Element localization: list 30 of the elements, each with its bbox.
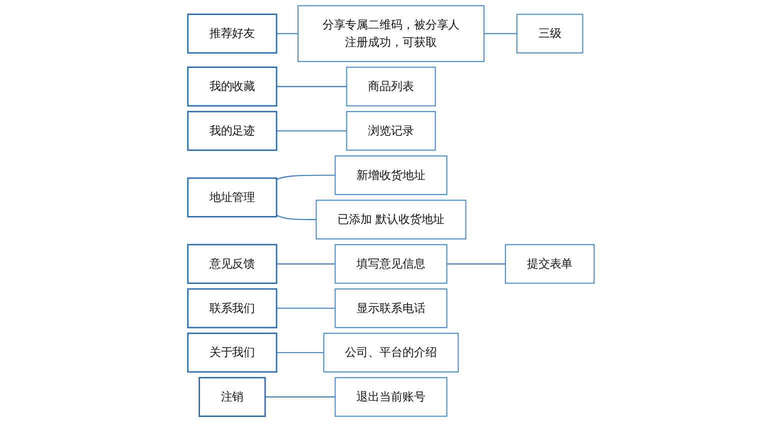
connector bbox=[265, 396, 336, 398]
connector bbox=[276, 130, 347, 132]
node-box: 联系我们 bbox=[187, 288, 278, 328]
node-box: 注销 bbox=[198, 376, 266, 417]
node-box: 商品列表 bbox=[346, 66, 436, 106]
connector bbox=[276, 308, 336, 309]
connector bbox=[276, 33, 298, 34]
node-box: 意见反馈 bbox=[187, 244, 278, 284]
connector bbox=[276, 174, 336, 180]
connector bbox=[446, 263, 506, 264]
node-box: 提交表单 bbox=[504, 244, 595, 284]
node-box: 关于我们 bbox=[187, 332, 278, 373]
node-box: 地址管理 bbox=[187, 177, 278, 218]
node-box: 已添加 默认收货地址 bbox=[316, 200, 466, 240]
node-box: 浏览记录 bbox=[346, 111, 436, 151]
connector bbox=[276, 86, 347, 88]
node-box: 三级 bbox=[516, 14, 584, 54]
connector bbox=[276, 352, 324, 354]
connector bbox=[276, 263, 336, 264]
node-box: 我的收藏 bbox=[187, 66, 278, 107]
node-box: 填写意见信息 bbox=[334, 244, 448, 284]
node-box: 显示联系电话 bbox=[334, 288, 448, 328]
connector bbox=[484, 33, 517, 34]
node-box: 分享专属二维码，被分享人注册成功，可获取 bbox=[297, 5, 485, 62]
node-box: 我的足迹 bbox=[187, 110, 278, 151]
node-box: 新增收货地址 bbox=[334, 155, 448, 196]
node-box: 退出当前账号 bbox=[334, 377, 448, 417]
connector bbox=[276, 214, 316, 220]
node-box: 公司、平台的介绍 bbox=[323, 332, 459, 372]
node-box: 推荐好友 bbox=[187, 14, 278, 54]
